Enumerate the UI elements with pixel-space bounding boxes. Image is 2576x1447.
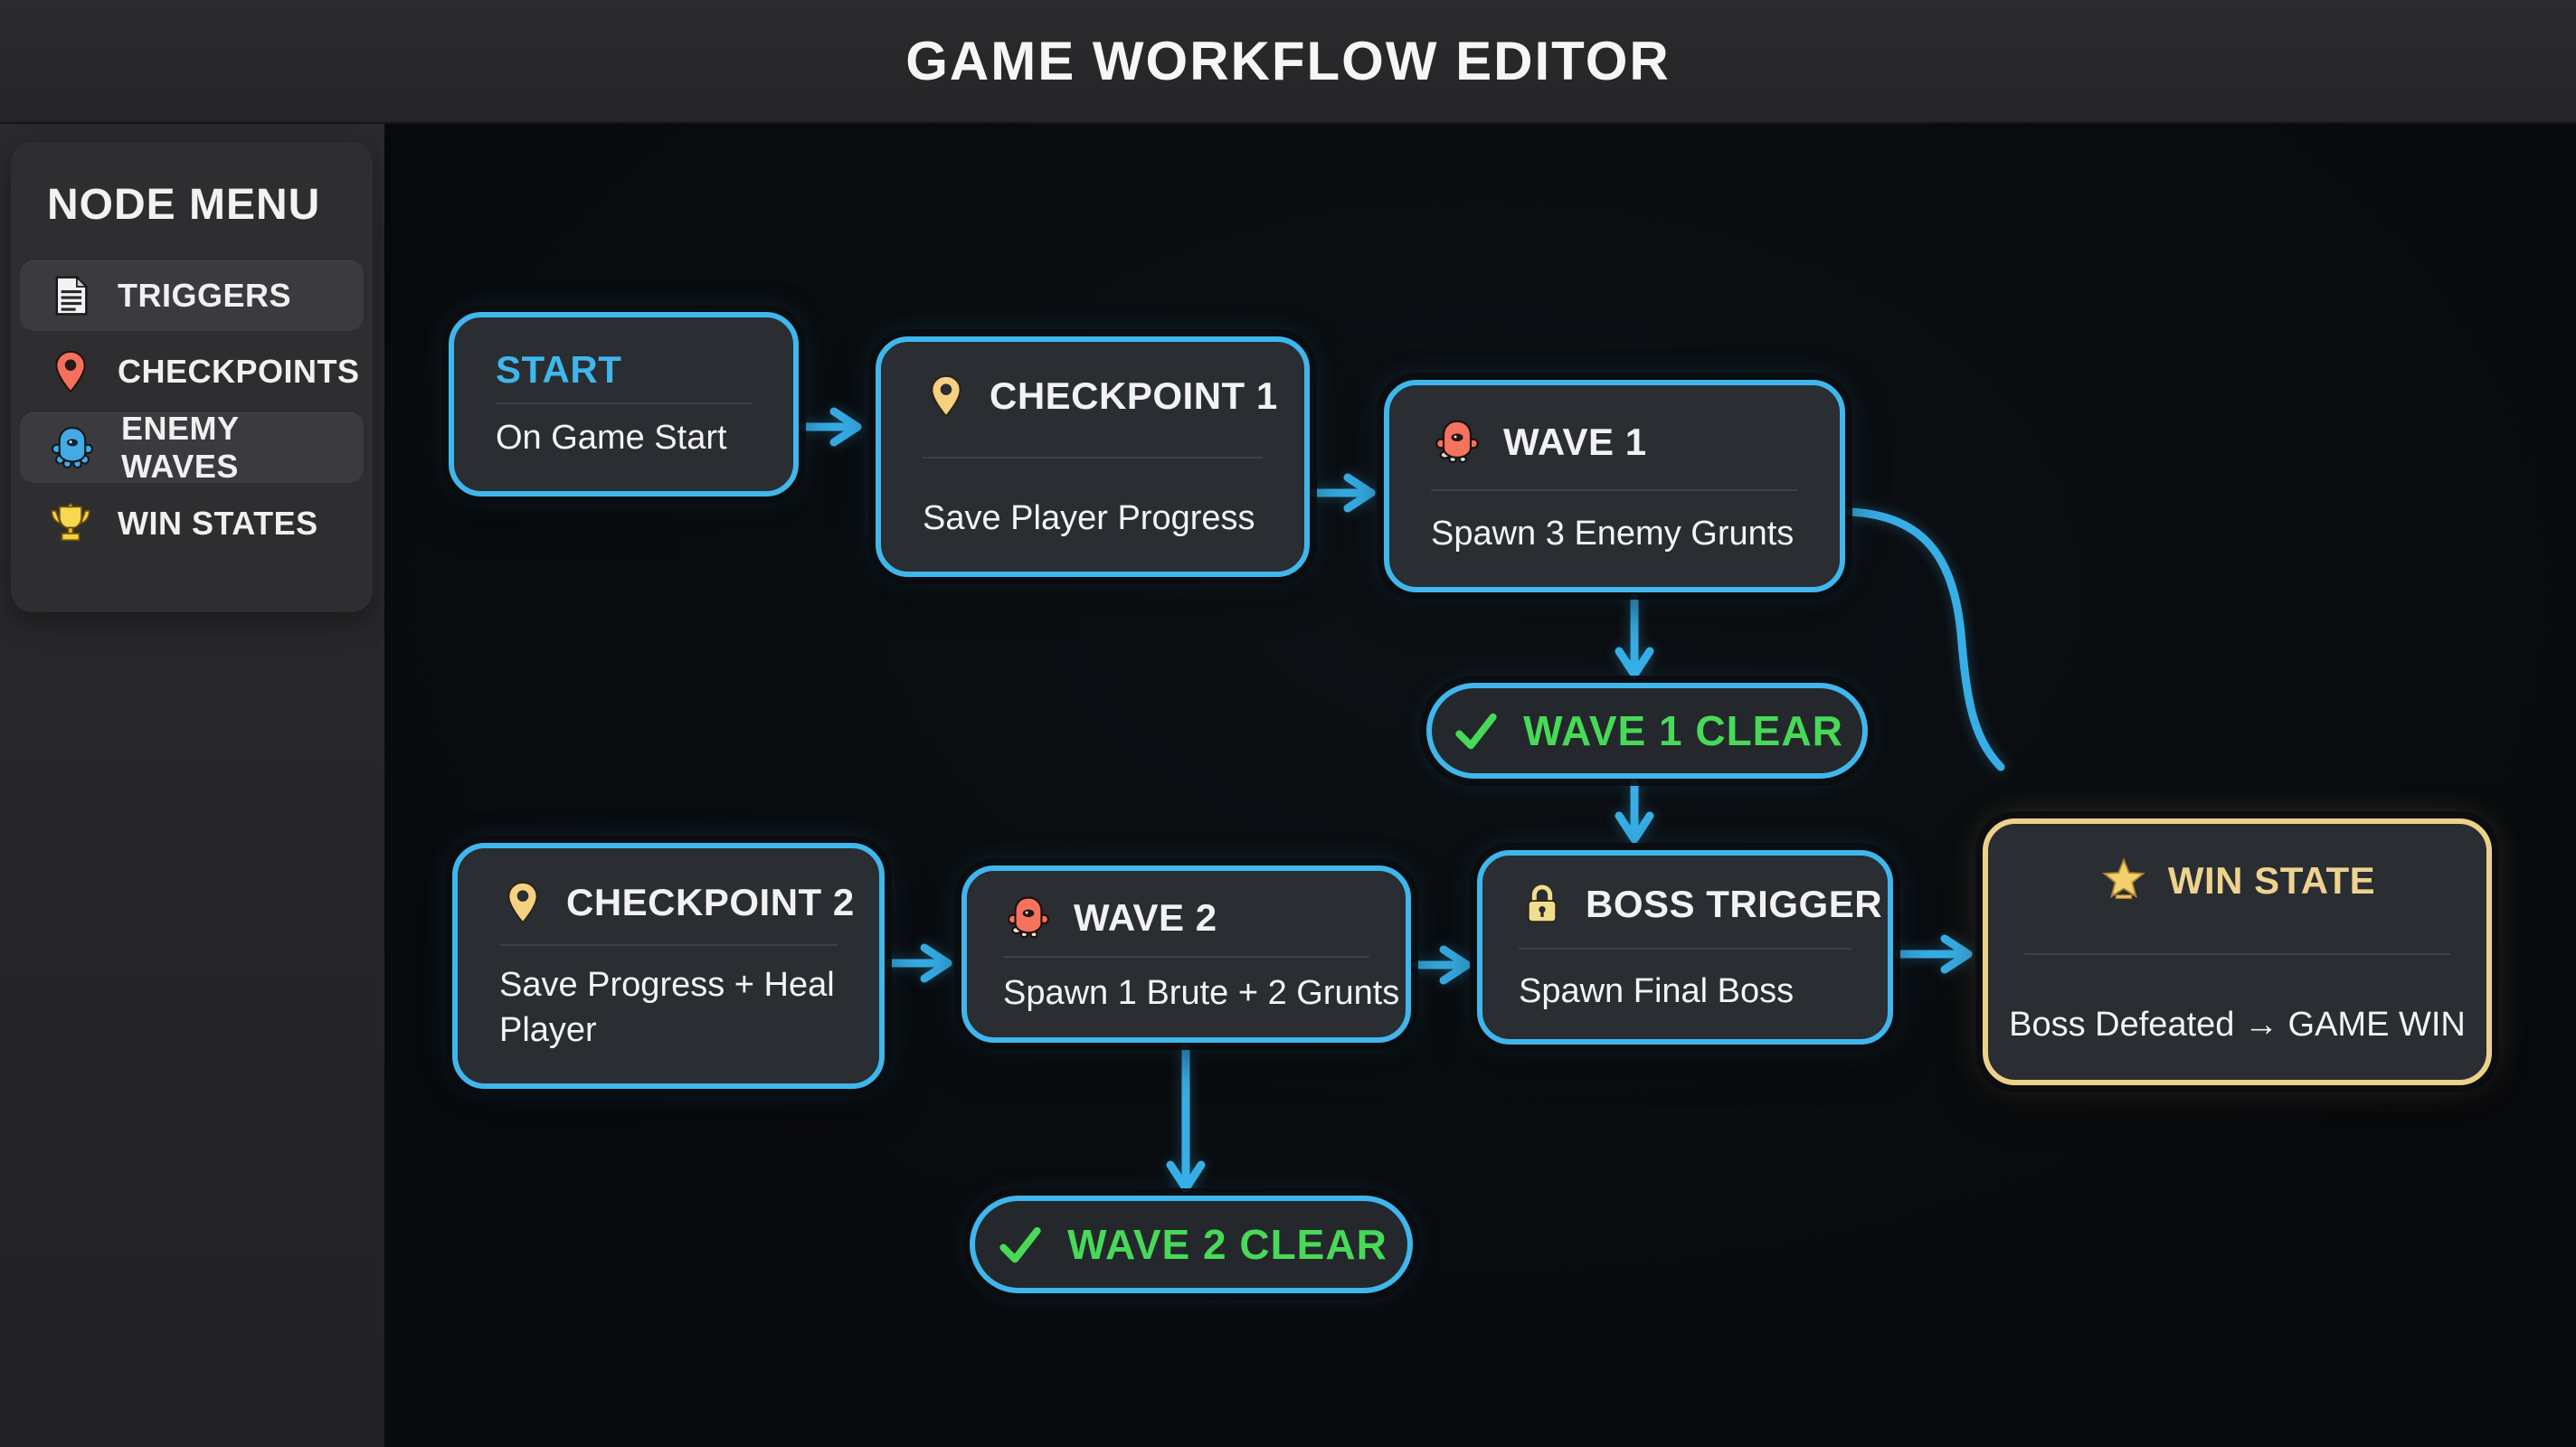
star-icon xyxy=(2101,857,2145,900)
node-title: START xyxy=(496,348,622,391)
trophy-icon xyxy=(51,502,90,542)
node-checkpoint-2[interactable]: CHECKPOINT 2 Save Progress + Heal Player xyxy=(452,843,885,1089)
sidebar-item-label: CHECKPOINTS xyxy=(118,353,360,390)
divider xyxy=(2024,952,2450,955)
node-title-text: WAVE 1 xyxy=(1503,421,1647,463)
map-pin-icon xyxy=(55,350,86,393)
lock-icon xyxy=(1527,884,1558,922)
node-wave-1-clear[interactable]: WAVE 1 CLEAR xyxy=(1426,683,1868,779)
node-title-text: WAVE 2 xyxy=(1074,896,1217,939)
sidebar-item-label: TRIGGERS xyxy=(118,277,292,314)
app-header: GAME WORKFLOW EDITOR xyxy=(0,0,2576,124)
node-checkpoint-1[interactable]: CHECKPOINT 1 Save Player Progress xyxy=(876,336,1310,577)
node-menu-panel: NODE MENU TRIGGERS CHECKPOINTS xyxy=(11,142,373,612)
node-description: Spawn Final Boss xyxy=(1519,971,1795,1010)
node-description: On Game Start xyxy=(496,418,727,457)
sidebar: NODE MENU TRIGGERS CHECKPOINTS xyxy=(0,124,384,1447)
node-description: Spawn 3 Enemy Grunts xyxy=(1431,514,1795,553)
node-description: Boss Defeated → GAME WIN xyxy=(2009,1005,2466,1044)
node-wave-2[interactable]: WAVE 2 Spawn 1 Brute + 2 Grunts xyxy=(961,865,1411,1043)
enemy-icon xyxy=(1008,896,1049,939)
divider xyxy=(923,457,1263,459)
sidebar-item-triggers[interactable]: TRIGGERS xyxy=(20,260,364,331)
enemy-icon xyxy=(1435,420,1479,464)
node-menu-title: NODE MENU xyxy=(47,181,321,229)
divider xyxy=(1519,947,1852,950)
divider xyxy=(496,402,752,405)
document-icon xyxy=(55,275,89,316)
divider xyxy=(1003,956,1369,959)
node-wave-2-clear[interactable]: WAVE 2 CLEAR xyxy=(970,1196,1413,1293)
map-pin-icon xyxy=(507,881,538,924)
sidebar-item-win-states[interactable]: WIN STATES xyxy=(20,488,364,559)
page-title: GAME WORKFLOW EDITOR xyxy=(905,31,1671,91)
node-title-text: CHECKPOINT 1 xyxy=(990,374,1278,417)
node-boss-trigger[interactable]: BOSS TRIGGER Spawn Final Boss xyxy=(1477,850,1893,1045)
check-icon xyxy=(999,1226,1041,1263)
node-description: Save Player Progress xyxy=(923,498,1255,537)
node-description: Spawn 1 Brute + 2 Grunts xyxy=(1003,973,1400,1012)
node-wave-1[interactable]: WAVE 1 Spawn 3 Enemy Grunts xyxy=(1384,380,1845,592)
enemy-icon xyxy=(52,427,93,468)
node-start[interactable]: START On Game Start xyxy=(449,312,799,497)
divider xyxy=(1431,488,1798,491)
sidebar-item-checkpoints[interactable]: CHECKPOINTS xyxy=(20,336,364,407)
node-title-text: WIN STATE xyxy=(2167,859,2376,902)
node-title-text: BOSS TRIGGER xyxy=(1586,883,1883,925)
check-icon xyxy=(1455,713,1497,750)
sidebar-item-label: ENEMY WAVES xyxy=(121,410,239,485)
pill-label: WAVE 2 CLEAR xyxy=(1067,1221,1387,1268)
pill-label: WAVE 1 CLEAR xyxy=(1523,707,1843,754)
sidebar-item-enemy-waves[interactable]: ENEMY WAVES xyxy=(20,410,364,485)
sidebar-item-label: WIN STATES xyxy=(118,505,318,542)
node-title-text: CHECKPOINT 2 xyxy=(566,881,855,923)
map-pin-icon xyxy=(931,374,961,418)
divider xyxy=(499,943,838,946)
node-description: Save Progress + Heal Player xyxy=(499,966,835,1049)
node-win-state[interactable]: WIN STATE Boss Defeated → GAME WIN xyxy=(1983,818,2492,1085)
